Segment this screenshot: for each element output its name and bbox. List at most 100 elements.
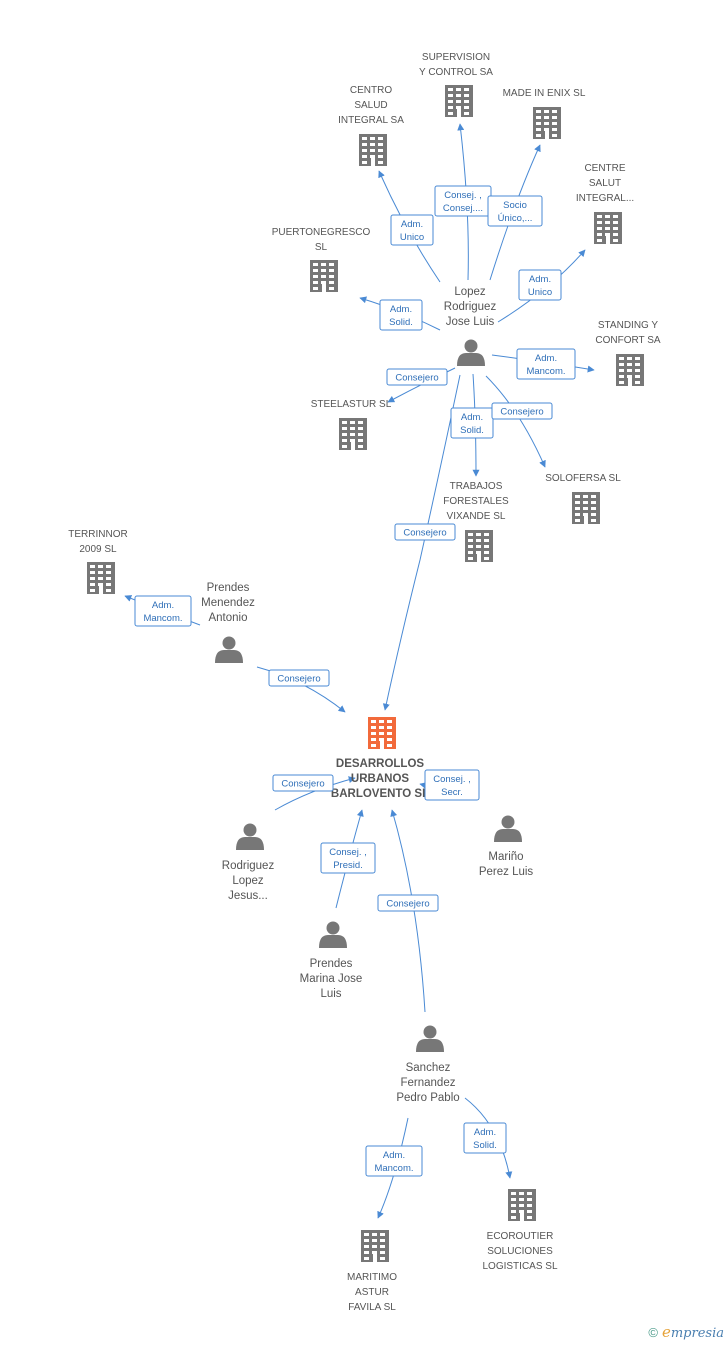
relation-labels-layer: Consej. ,Consej.... Adm. Unico SocioÚnico,.… xyxy=(134,185,576,1177)
node-label: DESARROLLOS xyxy=(336,758,425,770)
person-icon xyxy=(215,636,243,663)
building-icon xyxy=(87,562,115,594)
node-label: FAVILA SL xyxy=(348,1302,396,1313)
relation-label-box xyxy=(394,523,456,541)
relation-label-text: Adm. xyxy=(474,1127,496,1138)
relation-label-prendes_menendez-to-desarrollos[interactable]: Consejero xyxy=(268,669,330,687)
relation-label-text: Consej. , xyxy=(329,847,367,858)
node-centre_salut[interactable]: CENTRESALUTINTEGRAL... xyxy=(576,163,634,244)
relation-label-box xyxy=(320,842,376,874)
relation-label-lopez-to-supervision[interactable]: Consej. ,Consej.... xyxy=(434,185,492,217)
relation-label-text: Consejero xyxy=(403,528,446,539)
relation-label-box xyxy=(450,407,494,439)
node-label: ECOROUTIER xyxy=(487,1231,554,1242)
relation-label-box xyxy=(463,1122,507,1154)
node-label: Menendez xyxy=(201,597,255,609)
relation-label-text: Adm. xyxy=(401,219,423,230)
relation-label-text: Mancom. xyxy=(526,366,565,377)
relation-label-lopez-to-centro_salud[interactable]: Adm. Unico xyxy=(390,214,434,246)
relation-label-text: Solid. xyxy=(473,1140,497,1151)
node-label: MADE IN ENIX SL xyxy=(503,88,586,99)
building-icon xyxy=(361,1230,389,1262)
node-label: Prendes xyxy=(310,958,353,970)
relation-label-text: Consej. , xyxy=(433,774,471,785)
person-icon xyxy=(416,1025,444,1052)
relation-label-sanchez-to-desarrollos[interactable]: Consejero xyxy=(377,894,439,912)
node-label: STEELASTUR SL xyxy=(311,399,392,410)
relation-label-text: Mancom. xyxy=(374,1163,413,1174)
building-icon xyxy=(616,354,644,386)
relation-label-text: Consej. , xyxy=(444,190,482,201)
person-icon xyxy=(457,339,485,366)
brand-logo-initial: e xyxy=(661,1323,671,1341)
node-label: Y CONTROL SA xyxy=(419,67,493,78)
brand-logo[interactable]: ©empresia xyxy=(648,1323,724,1341)
node-label: Luis xyxy=(320,988,341,1000)
relation-label-box xyxy=(487,195,543,227)
relation-label-prendes_menendez-to-terrinnor[interactable]: Adm.Mancom. xyxy=(134,595,192,627)
relation-label-sanchez-to-maritimo[interactable]: Adm.Mancom. xyxy=(365,1145,423,1177)
person-icon xyxy=(494,815,522,842)
node-label: PUERTONEGRESCO xyxy=(272,227,371,238)
relation-label-lopez-to-steelastur[interactable]: Consejero xyxy=(386,368,448,386)
node-made_in_enix[interactable]: MADE IN ENIX SL xyxy=(503,88,586,139)
node-label: Rodriguez xyxy=(444,301,497,313)
relation-label-prendes_marina-to-desarrollos[interactable]: Consej. , Presid. xyxy=(320,842,376,874)
relation-label-text: Consejero xyxy=(395,373,438,384)
building-icon xyxy=(533,107,561,139)
relation-label-text: Consejero xyxy=(500,407,543,418)
relation-label-box xyxy=(377,894,439,912)
node-solofersa[interactable]: SOLOFERSA SL xyxy=(545,473,621,524)
node-steelastur[interactable]: STEELASTUR SL xyxy=(311,399,392,450)
relation-label-lopez-to-standing[interactable]: Adm. Mancom. xyxy=(516,348,576,380)
node-label: SL xyxy=(315,242,328,253)
relation-label-marino-to-desarrollos[interactable]: Consej. ,Secr. xyxy=(424,769,480,801)
relation-label-sanchez-to-ecoroutier[interactable]: Adm. Solid. xyxy=(463,1122,507,1154)
relation-label-lopez-to-made_in_enix[interactable]: SocioÚnico,... xyxy=(487,195,543,227)
relation-label-text: Consejero xyxy=(386,899,429,910)
building-icon xyxy=(465,530,493,562)
relation-label-lopez-to-centre_salut[interactable]: Adm.Unico xyxy=(518,269,562,301)
relation-label-lopez-to-solofersa[interactable]: Consejero xyxy=(491,402,553,420)
node-rodriguez_lopez[interactable]: RodriguezLopezJesus... xyxy=(222,823,275,903)
relation-label-box xyxy=(386,368,448,386)
relation-label-box xyxy=(268,669,330,687)
relation-label-box xyxy=(272,774,334,792)
node-label: SOLOFERSA SL xyxy=(545,473,621,484)
relation-label-lopez-to-trabajos[interactable]: Adm.Solid. xyxy=(450,407,494,439)
node-label: Jesus... xyxy=(228,890,268,902)
node-label: CENTRO xyxy=(350,85,392,96)
building-icon xyxy=(594,212,622,244)
node-label: SALUD xyxy=(354,100,387,111)
relation-label-lopez-to-puertonegresco[interactable]: Adm.Solid. xyxy=(379,299,423,331)
node-puertonegresco[interactable]: PUERTONEGRESCO SL xyxy=(272,227,371,292)
person-icon xyxy=(236,823,264,850)
node-label: Fernandez xyxy=(401,1077,456,1089)
relation-label-text: Presid. xyxy=(333,860,363,871)
node-label: Pedro Pablo xyxy=(396,1092,459,1104)
relation-label-text: Adm. xyxy=(535,353,557,364)
relation-label-rodriguez_lopez-to-desarrollos[interactable]: Consejero xyxy=(272,774,334,792)
relation-label-text: Unico xyxy=(400,232,424,243)
relation-label-text: Mancom. xyxy=(143,613,182,624)
node-label: TERRINNOR xyxy=(68,529,127,540)
node-label: MARITIMO xyxy=(347,1272,397,1283)
node-label: Perez Luis xyxy=(479,866,534,878)
relation-label-lopez-to-desarrollos[interactable]: Consejero xyxy=(394,523,456,541)
relation-label-text: Adm. xyxy=(529,274,551,285)
